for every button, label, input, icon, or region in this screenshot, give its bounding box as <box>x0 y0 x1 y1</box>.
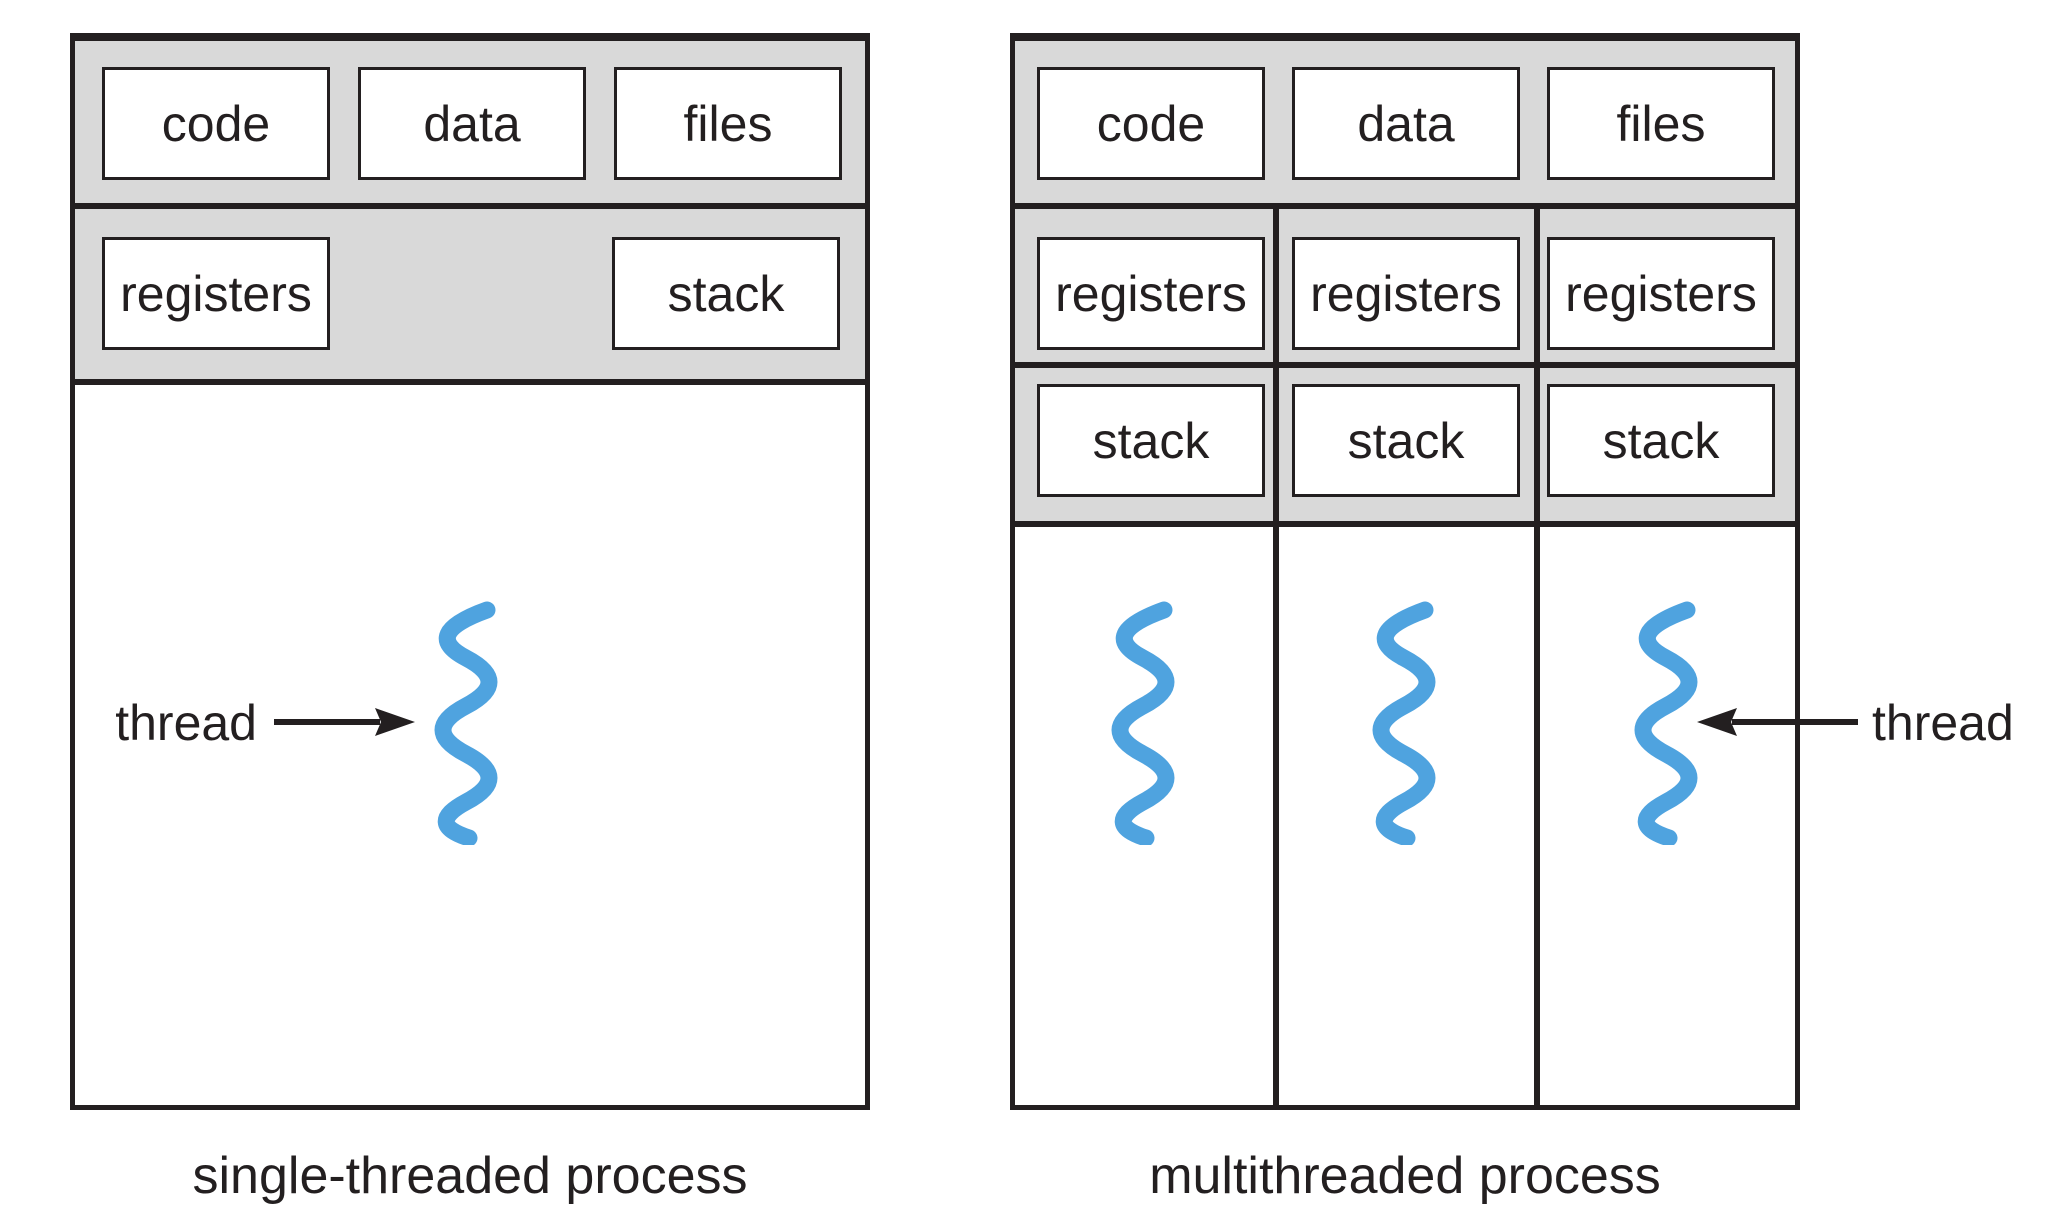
registers-box: registers <box>1037 237 1265 350</box>
thread-squiggle-icon <box>434 601 498 845</box>
data-box: data <box>1292 67 1520 180</box>
data-box: data <box>358 67 586 180</box>
thread-pointer-label: thread <box>1872 695 2014 751</box>
files-box: files <box>614 67 842 180</box>
single-threaded-process-panel: code data files registers stack <box>70 33 870 1110</box>
multithreaded-caption: multithreaded process <box>1149 1147 1661 1205</box>
stack-box: stack <box>612 237 840 350</box>
column-divider <box>1534 203 1540 1105</box>
multithreaded-process-panel: code data files registers registers regi… <box>1010 33 1800 1110</box>
thread-squiggle-icon <box>1634 601 1698 845</box>
registers-box: registers <box>102 237 330 350</box>
column-divider <box>1273 203 1279 1105</box>
stack-box: stack <box>1547 384 1775 497</box>
code-box: code <box>1037 67 1265 180</box>
code-box: code <box>102 67 330 180</box>
arrow-left-icon <box>1697 708 1858 736</box>
thread-squiggle-icon <box>1372 601 1436 845</box>
stacks-row: stack stack stack <box>1015 368 1795 527</box>
single-threaded-caption: single-threaded process <box>192 1147 748 1205</box>
arrow-right-icon <box>274 708 415 736</box>
registers-box: registers <box>1292 237 1520 350</box>
shared-resources-band: code data files <box>75 41 865 209</box>
shared-resources-band: code data files <box>1015 41 1795 209</box>
thread-squiggle-icon <box>1111 601 1175 845</box>
thread-pointer-label: thread <box>115 695 257 751</box>
files-box: files <box>1547 67 1775 180</box>
registers-row: registers registers registers <box>1015 209 1795 368</box>
stack-box: stack <box>1292 384 1520 497</box>
thread-context-band: registers stack <box>75 209 865 385</box>
registers-box: registers <box>1547 237 1775 350</box>
stack-box: stack <box>1037 384 1265 497</box>
